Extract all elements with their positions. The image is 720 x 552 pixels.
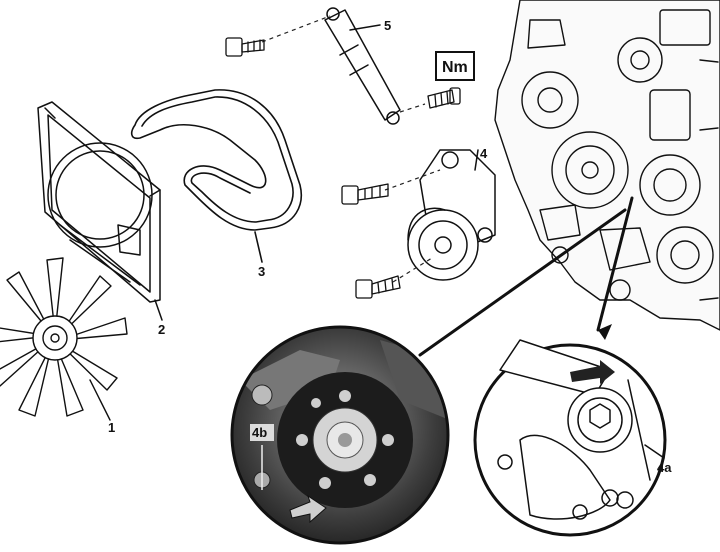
engine-block — [494, 0, 720, 331]
bolt-path-damper-upper — [261, 15, 331, 43]
belt-damper — [324, 7, 401, 125]
bolt-tensioner-upper — [341, 183, 389, 205]
callout-label-belt: 3 — [258, 264, 265, 279]
bolt-damper-upper — [225, 37, 265, 57]
callout-label-detail-a: 4a — [657, 460, 672, 475]
callout-label-fan: 1 — [108, 420, 115, 435]
bolt-path-damper-lower — [399, 103, 426, 113]
bolt-damper-lower — [427, 87, 461, 109]
drive-belt — [130, 89, 302, 263]
fan-shroud — [37, 101, 163, 321]
torque-label: Nm — [442, 59, 468, 76]
rotation-arrow-icon — [570, 360, 615, 384]
fan — [0, 257, 128, 421]
rotation-arrow-b-icon — [289, 494, 327, 524]
callout-label-damper: 5 — [384, 18, 391, 33]
bolt-path-tensioner-upper — [384, 169, 441, 191]
bolt-tensioner-lower — [355, 275, 401, 299]
detail-circle-b — [230, 325, 450, 545]
detail-leader-lines — [418, 196, 634, 357]
belt-tensioner — [407, 149, 496, 281]
callout-label-detail-b: 4b — [252, 425, 267, 440]
torque-indicator: Nm — [435, 51, 475, 81]
detail-circle-a — [473, 339, 667, 537]
callout-label-shroud: 2 — [158, 322, 165, 337]
callout-label-tensioner: 4 — [480, 146, 488, 161]
leader-arrowhead — [598, 324, 612, 340]
